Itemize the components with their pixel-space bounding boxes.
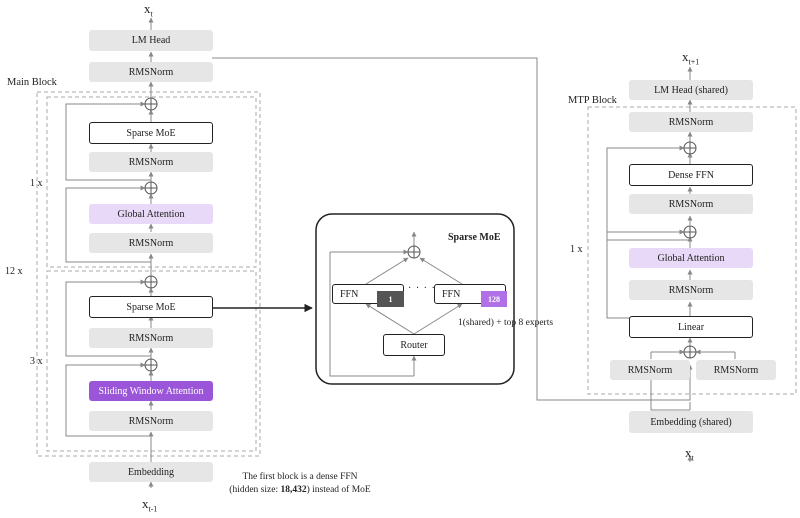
upper-sparse-moe-box: Sparse MoE xyxy=(89,122,213,144)
experts-note: 1(shared) + top 8 experts xyxy=(458,318,554,328)
add-node xyxy=(407,245,421,259)
mtp-ffn-rmsnorm-box: RMSNorm xyxy=(629,194,753,214)
mtp-output-x: x xyxy=(682,49,689,64)
mtp-output-symbol: xt+1 xyxy=(682,50,699,69)
mtp-input-symbol: xt xyxy=(685,446,694,465)
upper-attn-rmsnorm-box: RMSNorm xyxy=(89,233,213,253)
shared-embedding-box: Embedding (shared) xyxy=(629,411,753,433)
add-node xyxy=(683,225,697,239)
mtp-repeat-label: 1 x xyxy=(570,244,583,255)
upper-repeat-label: 1 x xyxy=(30,178,43,189)
mtp-attn-rmsnorm-box: RMSNorm xyxy=(629,280,753,300)
main-block-title: Main Block xyxy=(7,77,57,88)
main-output-sub: t xyxy=(150,9,153,19)
final-rmsnorm-box: RMSNorm xyxy=(89,62,213,82)
note-hidden-size: 18,432 xyxy=(280,485,307,495)
experts-ellipsis: · · · · xyxy=(408,283,436,294)
dense-ffn-note: The first block is a dense FFN (hidden s… xyxy=(225,471,375,497)
add-node xyxy=(144,358,158,372)
note-line-2-prefix: (hidden size: xyxy=(229,485,281,495)
linear-box: Linear xyxy=(629,316,753,338)
sliding-window-attention-box: Sliding Window Attention xyxy=(89,381,213,401)
dense-ffn-box: Dense FFN xyxy=(629,164,753,186)
add-node xyxy=(683,141,697,155)
mtp-output-sub: t+1 xyxy=(688,57,700,67)
add-node xyxy=(144,275,158,289)
upper-moe-rmsnorm-box: RMSNorm xyxy=(89,152,213,172)
moe-detail-title: Sparse MoE xyxy=(448,232,501,243)
lower-sparse-moe-box: Sparse MoE xyxy=(89,296,213,318)
mtp-right-rmsnorm-box: RMSNorm xyxy=(696,360,776,380)
main-input-sub: t-1 xyxy=(148,504,158,514)
mtp-final-rmsnorm-box: RMSNorm xyxy=(629,112,753,132)
router-box: Router xyxy=(383,334,445,356)
lm-head-box: LM Head xyxy=(89,30,213,51)
moe-detail-frame xyxy=(315,213,515,385)
note-line-1: The first block is a dense FFN xyxy=(242,472,358,482)
mtp-input-x: x xyxy=(685,445,692,460)
embedding-box: Embedding xyxy=(89,462,213,482)
main-output-x: x xyxy=(144,1,151,16)
add-node xyxy=(683,345,697,359)
mtp-block-title: MTP Block xyxy=(568,95,617,106)
main-block-frame xyxy=(36,91,261,457)
ffn-expert-1-label: FFN xyxy=(340,288,359,300)
main-input-symbol: xt-1 xyxy=(142,497,157,516)
lower-attn-rmsnorm-box: RMSNorm xyxy=(89,411,213,431)
note-line-2-suffix: ) instead of MoE xyxy=(306,485,371,495)
mtp-block-frame xyxy=(587,106,797,395)
main-input-x: x xyxy=(142,496,149,511)
mtp-input-sub: t xyxy=(691,453,694,463)
expert-128-tag: 128 xyxy=(481,291,507,307)
main-output-symbol: xt xyxy=(144,2,153,21)
lower-moe-rmsnorm-box: RMSNorm xyxy=(89,328,213,348)
global-attention-box: Global Attention xyxy=(89,204,213,224)
lower-repeat-label: 3 x xyxy=(30,356,43,367)
ffn-expert-128-label: FFN xyxy=(442,288,461,300)
add-node xyxy=(144,97,158,111)
expert-1-tag: 1 xyxy=(377,291,404,307)
add-node xyxy=(144,181,158,195)
outer-repeat-label: 12 x xyxy=(5,266,23,277)
mtp-lm-head-box: LM Head (shared) xyxy=(629,80,753,100)
mtp-global-attention-box: Global Attention xyxy=(629,248,753,268)
mtp-left-rmsnorm-box: RMSNorm xyxy=(610,360,690,380)
